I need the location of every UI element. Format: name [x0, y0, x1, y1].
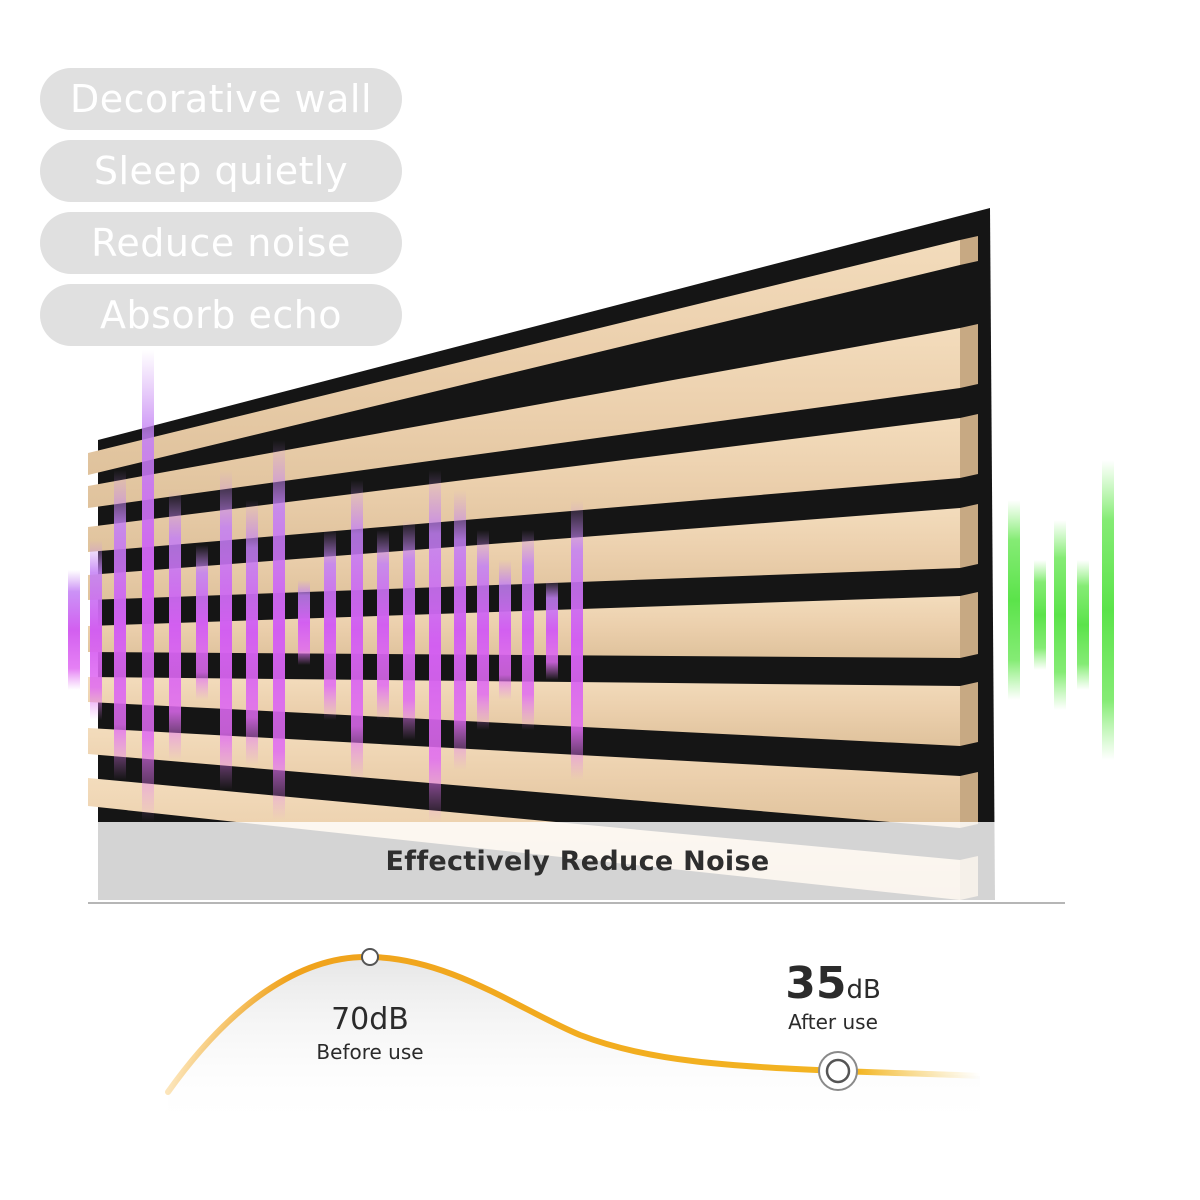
wood-slat	[88, 328, 960, 508]
wood-slat	[88, 728, 960, 828]
sound-wave-bar-incoming	[454, 490, 466, 770]
sound-wave-bar-incoming	[90, 540, 102, 720]
headline: Effectively Reduce Noise	[385, 846, 770, 877]
acoustic-panel	[88, 208, 1090, 932]
before-label: Before use	[316, 1040, 424, 1064]
after-number: 35	[785, 958, 847, 1009]
wood-slat	[88, 418, 960, 552]
decibel-curve	[165, 948, 983, 1130]
sound-wave-bar-incoming	[546, 580, 558, 680]
after-value: 35dB	[733, 958, 933, 1009]
sound-wave-bar-incoming	[273, 440, 285, 820]
sound-wave-bar-incoming	[196, 545, 208, 700]
sound-wave-bar-incoming	[377, 530, 389, 720]
feature-pill-absorb-echo: Absorb echo	[40, 284, 402, 346]
wood-slat-edge	[960, 236, 978, 265]
wood-slat-edge	[960, 682, 978, 746]
sound-wave-bar-incoming	[246, 500, 258, 765]
wood-slat-edge	[960, 592, 978, 658]
sound-wave-bar-incoming	[571, 500, 583, 780]
sound-wave-bar-incoming	[142, 350, 154, 822]
feature-label: Decorative wall	[69, 77, 373, 121]
sound-wave-bar-incoming	[477, 530, 489, 730]
wood-slat	[88, 240, 960, 475]
after-unit: dB	[846, 975, 881, 1005]
feature-label: Absorb echo	[99, 293, 343, 337]
sound-wave-bar-absorbed	[1034, 560, 1046, 670]
sound-wave-bar-incoming	[324, 530, 336, 720]
before-value: 70dB	[331, 1002, 409, 1037]
sound-wave-bar-absorbed	[1077, 560, 1089, 690]
sound-wave-bar-incoming	[114, 470, 126, 780]
sound-wave-bar-incoming	[403, 520, 415, 740]
sound-wave-bar-absorbed	[1054, 520, 1066, 710]
sound-wave-bar-incoming	[499, 560, 511, 700]
peak-marker	[361, 948, 379, 966]
sound-wave-bar-incoming	[298, 580, 310, 665]
after-label: After use	[788, 1010, 878, 1034]
feature-label: Reduce noise	[91, 221, 351, 265]
sound-wave-bar-incoming	[429, 470, 441, 822]
sound-wave-bar-absorbed	[1008, 500, 1020, 700]
sound-wave-bar-incoming	[220, 470, 232, 790]
incoming-sound-waves	[68, 350, 583, 822]
sound-wave-bar-incoming	[351, 480, 363, 780]
sound-wave-bar-incoming	[522, 530, 534, 730]
wood-slat-edge	[960, 772, 978, 828]
wood-slat-edge	[960, 414, 978, 478]
feature-pill-decorative-wall: Decorative wall	[40, 68, 402, 130]
wood-slat-edge	[960, 504, 978, 568]
panel-bottom-fade	[90, 822, 1090, 932]
sound-wave-bar-absorbed	[1102, 460, 1114, 760]
feature-pill-reduce-noise: Reduce noise	[40, 212, 402, 274]
feature-pill-sleep-quietly: Sleep quietly	[40, 140, 402, 202]
after-marker	[818, 1051, 858, 1091]
sound-wave-bar-incoming	[169, 490, 181, 760]
absorbed-sound-waves	[1008, 460, 1114, 760]
sound-wave-bar-incoming	[68, 570, 80, 690]
feature-label: Sleep quietly	[93, 149, 349, 193]
curve-shadow	[168, 956, 980, 1130]
wood-slat-edge	[960, 324, 978, 388]
